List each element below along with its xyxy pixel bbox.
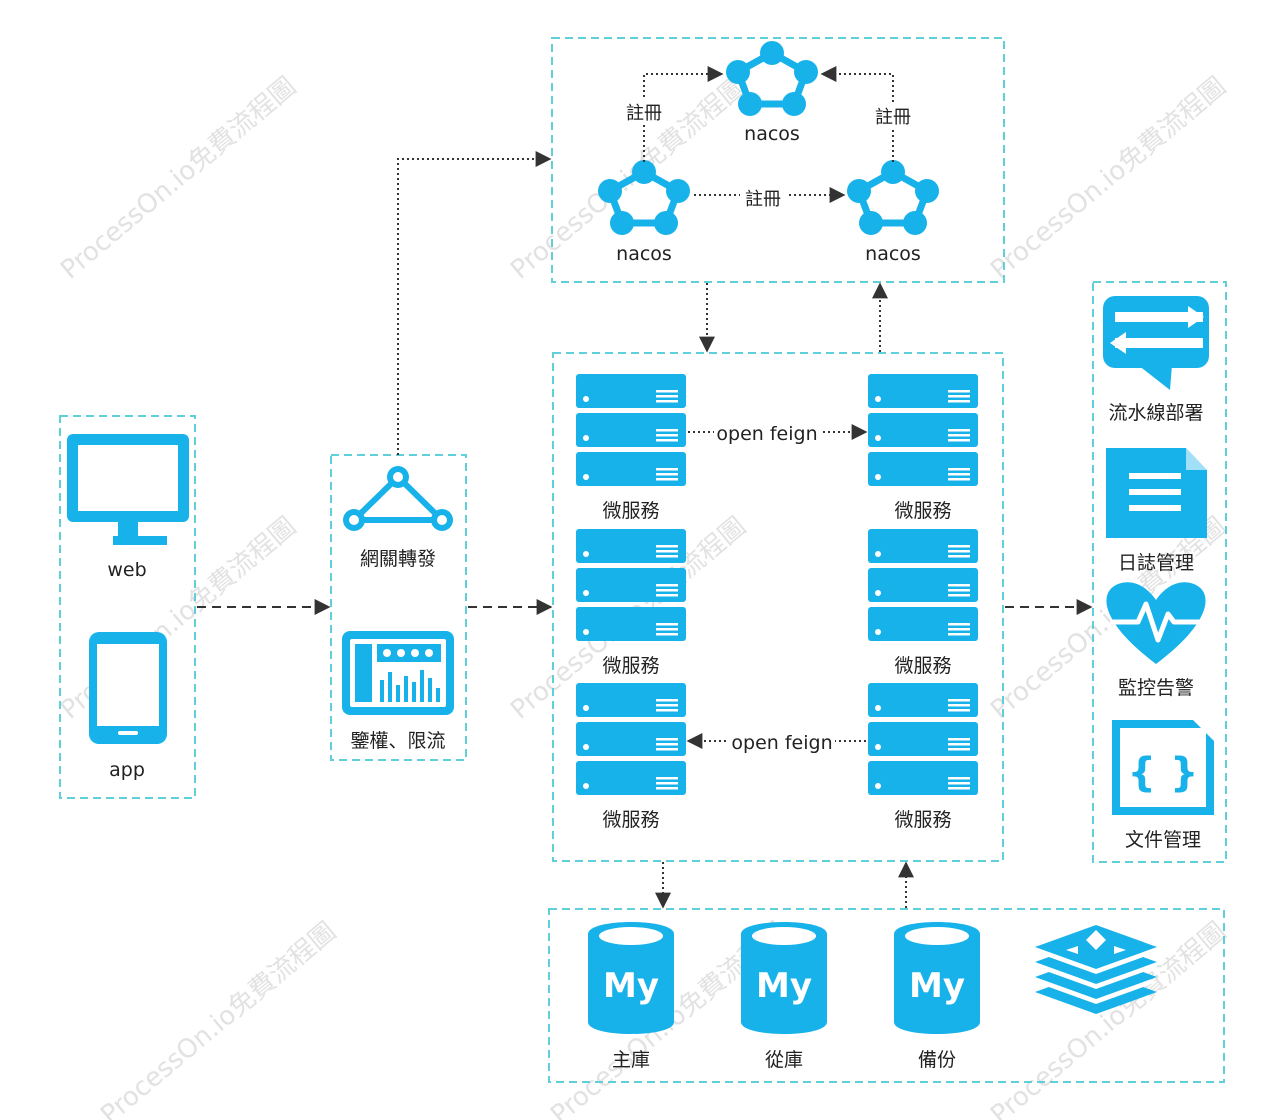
code-file-icon: { } — [1112, 720, 1214, 815]
server-icon — [576, 374, 686, 486]
watermark: ProcessOn.io免費流程圖 — [55, 71, 302, 285]
gateway-forward-label: 網關轉發 — [360, 548, 436, 570]
backup-db-label: 備份 — [918, 1049, 956, 1071]
mysql-icon — [741, 922, 827, 1034]
service-label: 微服務 — [602, 809, 659, 831]
monitor-icon — [67, 434, 189, 545]
mysql-icon — [894, 922, 980, 1034]
files-label: 文件管理 — [1125, 829, 1201, 851]
register-label-bottom: 註冊 — [745, 189, 781, 210]
server-icon — [868, 374, 978, 486]
server-icon — [868, 529, 978, 641]
app-label: app — [109, 759, 145, 781]
nacos-right-label: nacos — [865, 243, 921, 265]
nacos-left-label: nacos — [616, 243, 672, 265]
database-group — [548, 908, 1225, 1083]
register-arrow-right — [820, 66, 894, 162]
register-label-right: 註冊 — [875, 107, 911, 128]
document-icon — [1106, 448, 1207, 538]
network-triangle-icon — [343, 466, 453, 531]
svg-text:{ }: { } — [1128, 750, 1199, 796]
watermark: ProcessOn.io免費流程圖 — [985, 71, 1232, 285]
nacos-group — [551, 37, 1005, 283]
open-feign-label-top: open feign — [716, 423, 817, 445]
master-db-label: 主庫 — [612, 1049, 650, 1071]
open-feign-label-bottom: open feign — [731, 732, 832, 754]
mysql-icon — [588, 922, 674, 1034]
phone-icon — [89, 632, 167, 744]
register-label-left: 註冊 — [626, 103, 662, 124]
server-icon — [576, 683, 686, 795]
nacos-icon — [598, 160, 690, 235]
pipeline-label: 流水線部署 — [1108, 402, 1203, 424]
service-label: 微服務 — [602, 655, 659, 677]
logs-label: 日誌管理 — [1118, 552, 1194, 574]
auth-ratelimit-label: 鑒權、限流 — [350, 730, 445, 752]
pipeline-icon — [1103, 296, 1209, 390]
register-arrow-left — [643, 66, 724, 162]
server-icon — [576, 529, 686, 641]
monitor-label: 監控告警 — [1118, 677, 1194, 699]
gateway-to-nacos-arrow — [397, 151, 552, 455]
heartbeat-icon — [1106, 582, 1206, 664]
server-icon — [868, 683, 978, 795]
nacos-icon — [847, 160, 939, 235]
tools-group — [1092, 281, 1227, 863]
service-label: 微服務 — [602, 500, 659, 522]
slave-db-label: 從庫 — [765, 1049, 803, 1071]
microservice-group — [552, 352, 1004, 862]
web-label: web — [107, 559, 146, 581]
redis-icon — [1035, 925, 1157, 1014]
watermark: ProcessOn.io免費流程圖 — [95, 916, 342, 1120]
client-group — [59, 415, 196, 799]
service-label: 微服務 — [894, 809, 951, 831]
dashboard-icon — [342, 631, 454, 715]
nacos-top-label: nacos — [744, 123, 800, 145]
service-label: 微服務 — [894, 655, 951, 677]
service-label: 微服務 — [894, 500, 951, 522]
nacos-icon — [726, 41, 818, 116]
